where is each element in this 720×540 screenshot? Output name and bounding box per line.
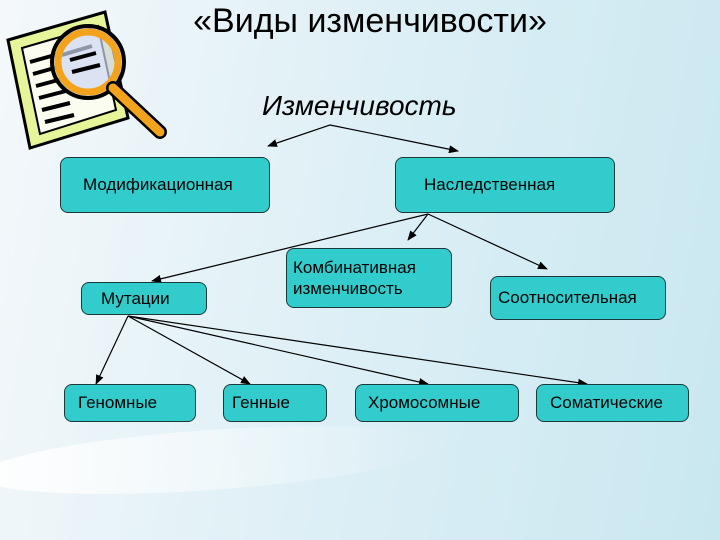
node-combinative: Комбинативная изменчивость: [286, 248, 452, 308]
node-combinative-label-line2: изменчивость: [293, 279, 403, 298]
diagram-root-label: Изменчивость: [262, 90, 457, 121]
node-correlative: Соотносительная: [490, 276, 666, 320]
node-genomic-label: Геномные: [78, 393, 158, 413]
node-combinative-label-line1: Комбинативная: [293, 257, 416, 277]
node-gene-label: Генные: [232, 393, 290, 413]
node-mutations-label: Мутации: [101, 288, 170, 308]
node-chromosomal-label: Хромосомные: [368, 393, 481, 413]
arrow-root-to-hereditary: [329, 124, 459, 154]
arrow-mutations-to-genomic: [95, 315, 129, 385]
arrow-mutations-to-chromosomal: [127, 315, 429, 386]
magnifier-document-clipart: [6, 10, 167, 150]
page-title: «Виды изменчивости»: [193, 2, 547, 40]
node-gene: Генные: [223, 384, 327, 422]
node-genomic: Геномные: [64, 384, 196, 422]
background-swoosh: [0, 414, 442, 506]
arrow-hereditary-to-combinative: [407, 213, 429, 241]
arrow-root-to-modification: [267, 124, 331, 147]
node-hereditary: Наследственная: [395, 157, 615, 213]
node-modification: Модификационная: [60, 157, 270, 213]
node-chromosomal: Хромосомные: [355, 384, 519, 422]
node-somatic-label: Соматические: [550, 393, 663, 413]
node-modification-label: Модификационная: [83, 175, 233, 195]
node-somatic: Соматические: [536, 384, 689, 422]
node-correlative-label: Соотносительная: [498, 288, 637, 308]
arrow-mutations-to-gene: [127, 315, 251, 385]
node-mutations: Мутации: [81, 282, 207, 315]
node-hereditary-label: Наследственная: [424, 175, 556, 195]
arrow-mutations-to-somatic: [127, 315, 588, 387]
